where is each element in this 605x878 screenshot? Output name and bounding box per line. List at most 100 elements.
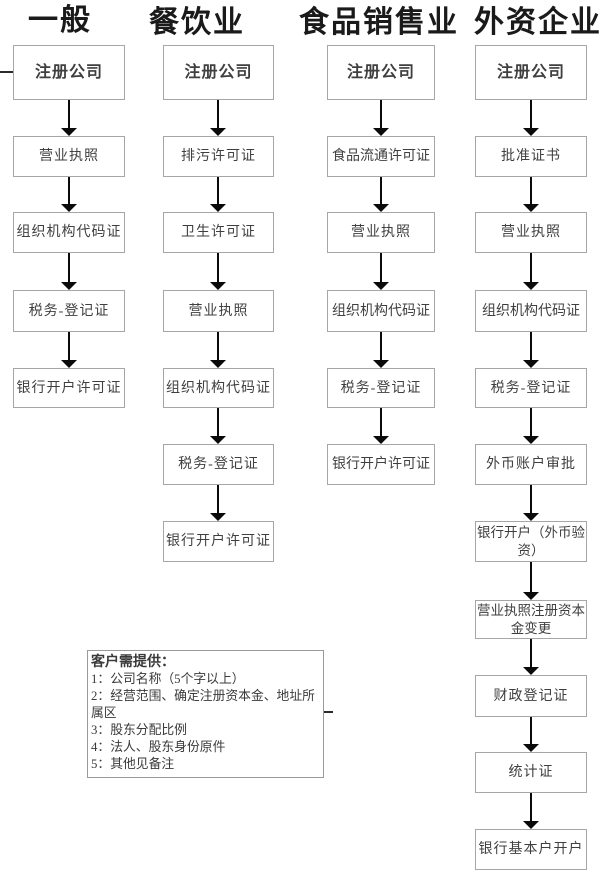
flow-step-box: 组织机构代码证 xyxy=(163,368,274,408)
flow-step-box: 批准证书 xyxy=(475,136,587,177)
arrow-head-icon xyxy=(373,360,389,368)
down-arrow xyxy=(523,253,539,290)
arrow-head-icon xyxy=(523,360,539,368)
arrow-head-icon xyxy=(523,667,539,675)
flow-step-box: 注册公司 xyxy=(163,45,274,100)
flow-step-box: 税务-登记证 xyxy=(475,368,587,408)
arrow-head-icon xyxy=(61,128,77,136)
down-arrow xyxy=(210,485,226,521)
arrow-head-icon xyxy=(373,204,389,212)
arrow-shaft xyxy=(380,408,382,437)
arrow-head-icon xyxy=(523,436,539,444)
arrow-shaft xyxy=(530,408,532,437)
arrow-shaft xyxy=(380,100,382,129)
arrow-shaft xyxy=(380,177,382,205)
arrow-shaft xyxy=(530,485,532,514)
arrow-head-icon xyxy=(210,282,226,290)
flow-step-box: 外币账户审批 xyxy=(475,444,587,485)
column-title-food-sales: 食品销售业 xyxy=(299,6,459,39)
flow-step-box: 银行开户许可证 xyxy=(327,444,435,485)
flow-step-box: 税务-登记证 xyxy=(13,290,125,332)
connector-stub-left xyxy=(0,71,13,73)
down-arrow xyxy=(373,332,389,368)
arrow-shaft xyxy=(530,253,532,283)
arrow-head-icon xyxy=(210,360,226,368)
down-arrow xyxy=(373,253,389,290)
down-arrow xyxy=(373,408,389,444)
arrow-head-icon xyxy=(523,204,539,212)
flow-step-box: 营业执照 xyxy=(13,136,125,177)
note-item: 2：经营范围、确定注册资本金、地址所属区 xyxy=(91,689,315,720)
flow-step-box: 银行开户许可证 xyxy=(163,521,274,562)
flow-step-box: 银行开户（外币验资） xyxy=(475,521,587,562)
down-arrow xyxy=(373,100,389,136)
flow-step-box: 排污许可证 xyxy=(163,136,274,177)
down-arrow xyxy=(523,485,539,521)
arrow-shaft xyxy=(217,408,219,437)
flow-step-box: 营业执照 xyxy=(475,212,587,253)
down-arrow xyxy=(210,408,226,444)
down-arrow xyxy=(61,253,77,290)
arrow-head-icon xyxy=(210,128,226,136)
down-arrow xyxy=(523,408,539,444)
flow-step-box: 财政登记证 xyxy=(475,675,587,717)
arrow-head-icon xyxy=(210,204,226,212)
arrow-head-icon xyxy=(61,282,77,290)
arrow-head-icon xyxy=(523,592,539,600)
arrow-head-icon xyxy=(523,513,539,521)
flow-step-box: 营业执照 xyxy=(163,290,274,332)
flow-step-box: 营业执照 xyxy=(327,212,435,253)
arrow-shaft xyxy=(217,100,219,129)
arrow-head-icon xyxy=(210,436,226,444)
flow-step-box: 食品流通许可证 xyxy=(327,136,435,177)
flow-step-box: 营业执照注册资本金变更 xyxy=(475,600,587,639)
down-arrow xyxy=(523,793,539,829)
down-arrow xyxy=(210,253,226,290)
arrow-head-icon xyxy=(210,513,226,521)
down-arrow xyxy=(210,332,226,368)
column-title-catering: 餐饮业 xyxy=(149,6,245,39)
flow-step-box: 注册公司 xyxy=(327,45,435,100)
arrow-shaft xyxy=(530,639,532,668)
arrow-head-icon xyxy=(61,204,77,212)
arrow-head-icon xyxy=(523,821,539,829)
flow-step-box: 注册公司 xyxy=(475,45,587,100)
flow-step-box: 注册公司 xyxy=(13,45,125,100)
arrow-head-icon xyxy=(523,744,539,752)
down-arrow xyxy=(210,177,226,212)
arrow-shaft xyxy=(217,485,219,514)
arrow-shaft xyxy=(217,177,219,205)
down-arrow xyxy=(210,100,226,136)
note-box: 客户需提供： 1：公司名称（5个字以上） 2：经营范围、确定注册资本金、地址所属… xyxy=(87,650,324,778)
note-item: 5：其他见备注 xyxy=(91,757,175,771)
down-arrow xyxy=(523,177,539,212)
arrow-head-icon xyxy=(523,282,539,290)
down-arrow xyxy=(523,639,539,675)
connector-stub-note xyxy=(324,711,333,713)
flow-step-box: 卫生许可证 xyxy=(163,212,274,253)
down-arrow xyxy=(523,562,539,600)
flow-step-box: 税务-登记证 xyxy=(163,444,274,485)
arrow-shaft xyxy=(217,332,219,361)
arrow-shaft xyxy=(530,717,532,745)
arrow-shaft xyxy=(380,253,382,283)
note-heading: 客户需提供： xyxy=(91,655,175,670)
note-item: 4：法人、股东身份原件 xyxy=(91,740,226,754)
arrow-shaft xyxy=(530,562,532,593)
column-title-foreign-enterprise: 外资企业 xyxy=(474,6,602,39)
arrow-head-icon xyxy=(373,436,389,444)
arrow-head-icon xyxy=(373,282,389,290)
down-arrow xyxy=(61,332,77,368)
arrow-head-icon xyxy=(373,128,389,136)
down-arrow xyxy=(373,177,389,212)
arrow-shaft xyxy=(68,332,70,361)
arrow-shaft xyxy=(68,253,70,283)
arrow-shaft xyxy=(68,100,70,129)
arrow-head-icon xyxy=(523,128,539,136)
flow-step-box: 银行开户许可证 xyxy=(13,368,125,408)
arrow-shaft xyxy=(530,793,532,822)
down-arrow xyxy=(523,717,539,752)
down-arrow xyxy=(61,177,77,212)
column-title-general: 一般 xyxy=(28,4,92,37)
